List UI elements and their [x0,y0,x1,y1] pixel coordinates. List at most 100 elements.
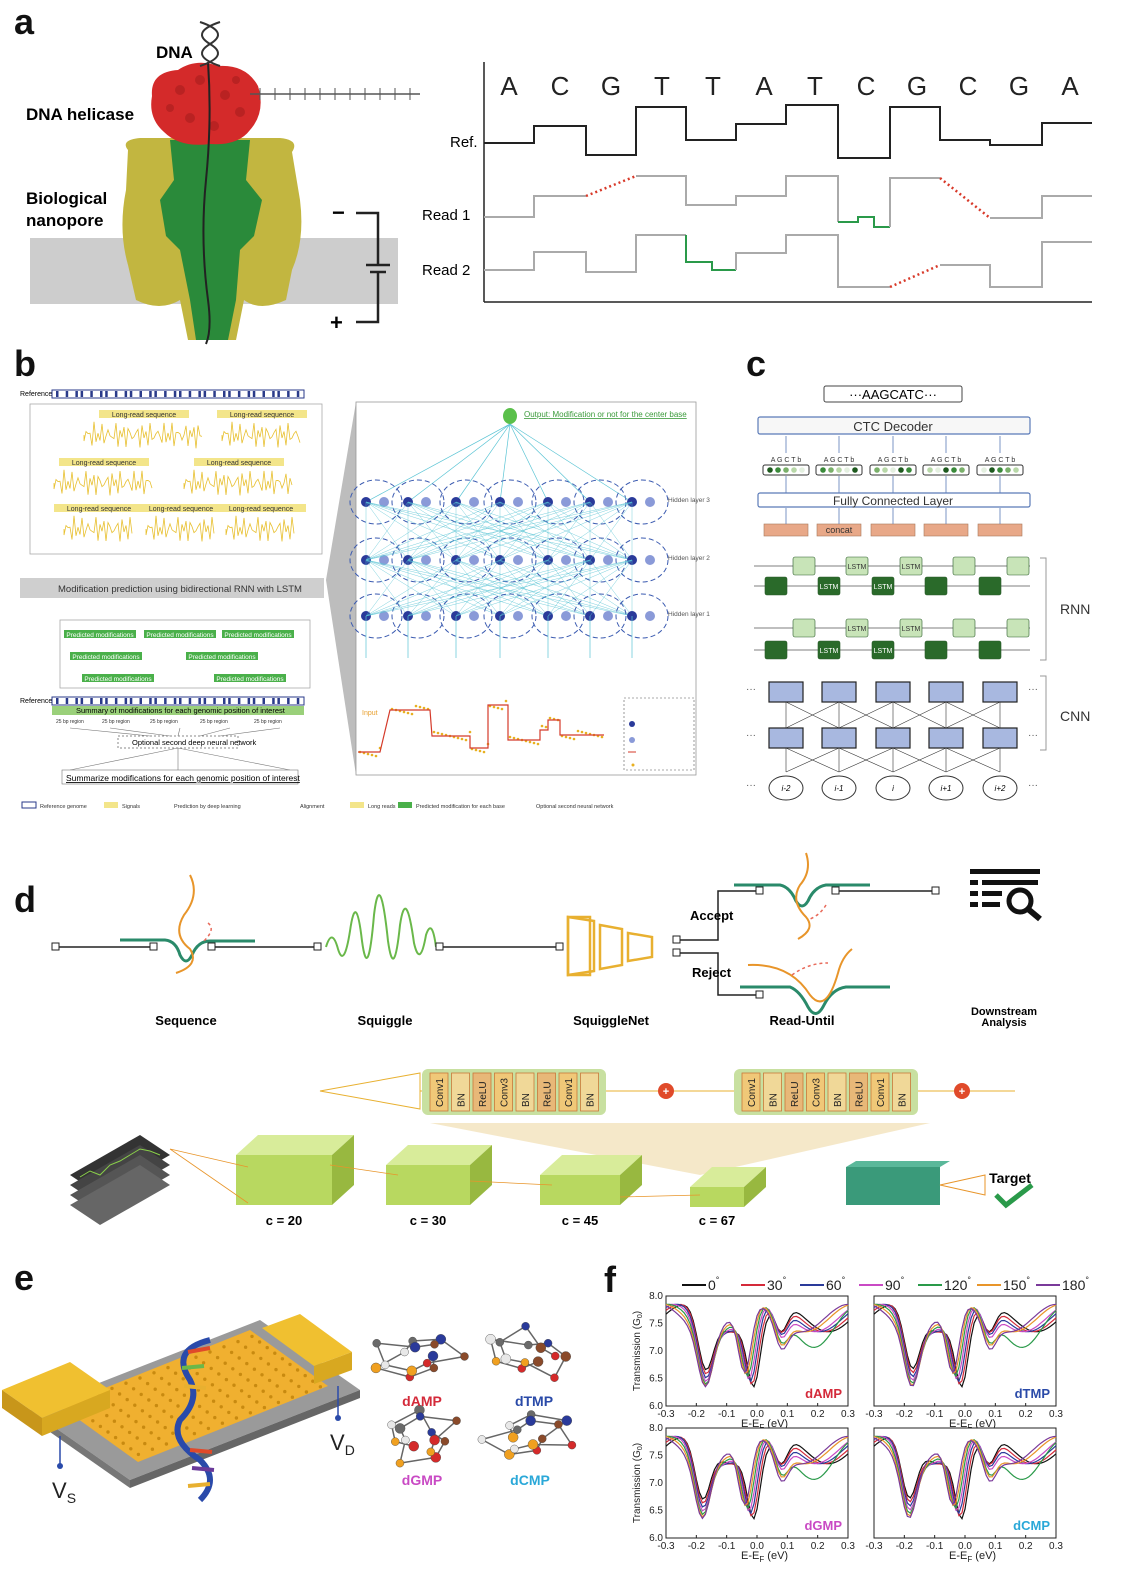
legend-item: Optional second neural network [536,804,614,810]
input-node: i-2 [782,784,791,793]
dna-strand [202,61,211,345]
legend-angle: 30° [767,1275,787,1293]
nanopore-label-2: nanopore [26,211,103,230]
base-letter: G [601,71,621,101]
block-layer-label: BN [833,1093,844,1107]
predicted-label: Predicted modifications [84,676,152,683]
long-read-label: Long-read sequence [230,412,294,419]
x-tick: -0.1 [718,1541,736,1552]
read-until-label: Read-Until [770,1013,835,1028]
hidden1-label: Hidden layer 1 [668,611,710,618]
prob-letters: A G C T b [824,457,855,464]
long-read-label: Long-read sequence [149,506,213,513]
nanopore-label-1: Biological [26,189,107,208]
hidden2-label: Hidden layer 2 [668,555,710,562]
helicase-label: DNA helicase [26,105,134,124]
transmission-series [665,1303,849,1388]
subplot-label: dGMP [804,1518,842,1533]
rnn-bar-text: Modification prediction using bidirectio… [58,584,302,595]
transmission-series [665,1435,849,1512]
long-read-label: Long-read sequence [72,460,136,467]
predicted-label: Predicted modifications [66,632,134,639]
optional-nn-label: Optional second deep neural network [132,738,256,747]
transmission-series [873,1436,1057,1517]
prob-letters: A G C T b [931,457,962,464]
reject-label: Reject [692,965,732,980]
reference-label-top: Reference [20,391,52,398]
legend-item: Signals [122,804,140,810]
legend-item: Reference genome [40,804,87,810]
prob-letters: A G C T b [985,457,1016,464]
prob-letters: A G C T b [771,457,802,464]
y-tick: 8.0 [649,1291,663,1302]
panel-label-c: c [746,343,767,384]
reference-label-bottom: Reference [20,698,52,705]
block-layer-label: ReLU [478,1081,489,1107]
region-label: 25 bp region [254,719,282,725]
check-icon [994,1183,1034,1209]
long-read-label: Long-read sequence [112,412,176,419]
x-tick: 0.1 [780,1541,794,1552]
block-layer-label: BN [586,1093,597,1107]
x-tick: 0.3 [1049,1409,1063,1420]
output-sequence: ···AAGCATC··· [849,387,937,402]
block-layer-label: ReLU [790,1081,801,1107]
ellipsis: ··· [1028,780,1038,791]
transmission-series [665,1303,849,1385]
lstm-label: LSTM [820,584,839,591]
transmission-series [665,1435,849,1520]
accept-label: Accept [690,908,734,923]
block-layer-label: Conv3 [500,1078,511,1107]
read1-label: Read 1 [422,207,470,224]
long-read-label: Long-read sequence [207,460,271,467]
base-letter: A [755,71,773,101]
x-tick: 0.2 [811,1409,825,1420]
region-label: 25 bp region [56,719,84,725]
dna-label: DNA [156,43,193,62]
x-axis-label: E-EF (eV) [949,1550,996,1564]
x-tick: -0.3 [657,1409,675,1420]
x-tick: -0.2 [896,1541,914,1552]
plus-sign: + [330,310,343,335]
panel-d: Accept Reject Sequence Squiggle Squiggle… [51,852,1042,1228]
minus-sign: − [332,200,345,225]
lstm-label: LSTM [902,626,921,633]
legend-angle: 60° [826,1275,846,1293]
downstream-label-1: Downstream [971,1006,1037,1018]
legend-item: Long reads [368,804,396,810]
base-letter: T [807,71,823,101]
subplot-label: dCMP [1013,1518,1050,1533]
x-tick: -0.2 [896,1409,914,1420]
x-tick: 0.0 [958,1409,972,1420]
base-letter: A [500,71,518,101]
dtmp-label: dTMP [515,1393,553,1409]
base-letter: C [551,71,570,101]
channel-label: c = 45 [562,1213,599,1228]
x-tick: 0.1 [988,1409,1002,1420]
ellipsis: ··· [1028,730,1038,741]
x-tick: 0.3 [841,1541,855,1552]
legend-item: Alignment [300,804,325,810]
y-tick: 8.0 [649,1423,663,1434]
block-layer-label: Conv1 [564,1078,575,1107]
input-node: i+1 [941,784,952,793]
block-layer-label: BN [457,1093,468,1107]
transmission-series [666,1435,849,1516]
block-layer-label: ReLU [855,1081,866,1107]
region-label: 25 bp region [102,719,130,725]
vd-label: VD [330,1430,355,1458]
transmission-series [665,1436,849,1517]
panel-label-f: f [604,1259,616,1300]
y-tick: 7.5 [649,1451,663,1462]
panel-label-d: d [14,879,36,920]
transmission-series [874,1435,1057,1515]
transmission-series [665,1304,849,1388]
fc-layer: Fully Connected Layer [833,494,953,508]
lstm-label: LSTM [848,564,867,571]
transmission-series [873,1303,1057,1385]
summarize-label: Summarize modifications for each genomic… [66,773,300,783]
ellipsis: ··· [746,730,756,741]
block-layer-label: ReLU [543,1081,554,1107]
block-layer-label: Conv1 [876,1078,887,1107]
